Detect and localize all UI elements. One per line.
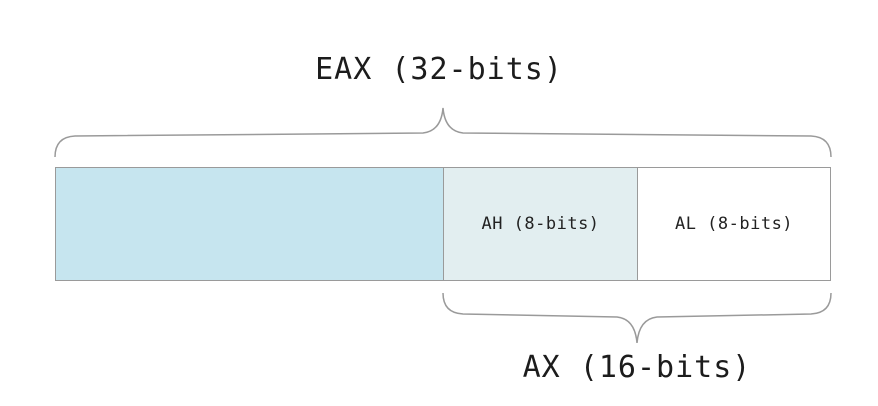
al-segment: AL (8-bits) [638,168,830,280]
ax-brace [442,292,832,344]
eax-brace [54,107,832,158]
eax-label: EAX (32-bits) [315,52,563,87]
upper-16-bits-segment [56,168,444,280]
eax-register-bar: AH (8-bits) AL (8-bits) [55,167,831,281]
ah-segment: AH (8-bits) [444,168,638,280]
ax-label: AX (16-bits) [522,350,752,385]
